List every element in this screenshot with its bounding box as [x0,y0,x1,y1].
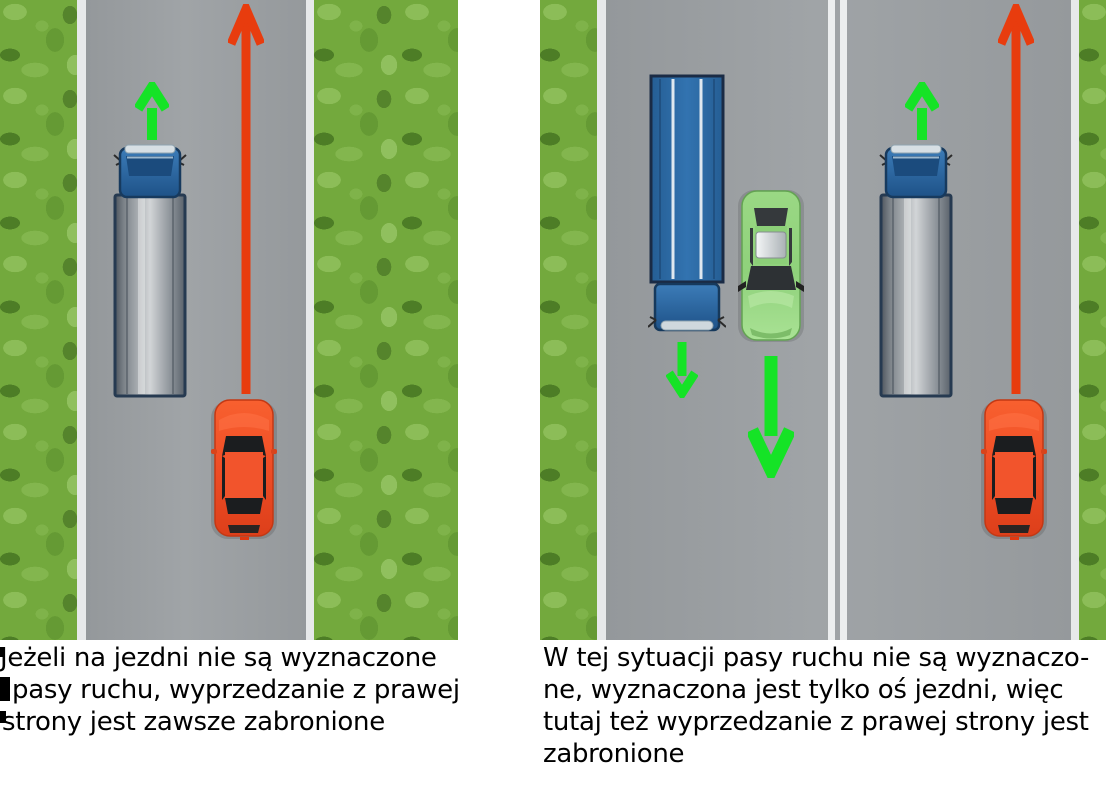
green-arrow-down-car [748,356,794,478]
scene-no-lane-markings [0,0,458,640]
caption-left: Jeżeli na jezdni nie są wyznaczone pasy … [0,642,460,738]
screenshot-crop-artifact [0,647,5,657]
blue-box-truck-driving-down [648,74,726,332]
red-car-driving-up [211,399,277,540]
road-center-line-2 [840,0,847,640]
green-arrow-up-truck [905,82,939,140]
road-edge-line-left [77,0,86,640]
red-arrow-up-overtaking [228,4,264,394]
red-arrow-up-overtaking [998,4,1034,394]
green-arrow-down-truck [666,342,698,398]
grass-shoulder-right [1079,0,1106,640]
scene-center-line-only [540,0,1106,640]
caption-right-line-3: tutaj też wyprzedzanie z prawej strony j… [543,707,1089,737]
road-edge-line-right [306,0,314,640]
road-center-line-1 [828,0,835,640]
road-edge-line-left [597,0,606,640]
caption-right: W tej sytuacji pasy ruchu nie są wyznacz… [543,642,1106,770]
green-car-driving-down [738,189,804,343]
caption-right-line-2: ne, wyznaczona jest tylko oś jezdni, wię… [543,675,1064,705]
green-arrow-up-truck [135,82,169,140]
caption-right-line-4: zabronione [543,739,685,769]
truck-driving-up [878,143,954,398]
caption-right-line-1: W tej sytuacji pasy ruchu nie są wyznacz… [543,643,1090,673]
grass-shoulder-left [0,0,77,640]
road-edge-line-right [1071,0,1079,640]
truck-driving-up [112,143,188,398]
red-car-driving-up [981,399,1047,540]
grass-shoulder-left [540,0,597,640]
caption-left-line-3: strony jest zawsze zabronione [2,707,385,737]
caption-left-line-1: Jeżeli na jezdni nie są wyznaczone [0,643,437,673]
screenshot-crop-artifact [0,677,10,701]
grass-shoulder-right [314,0,458,640]
caption-left-line-2: pasy ruchu, wyprzedzanie z prawej [12,675,460,705]
screenshot-crop-artifact [0,711,6,723]
